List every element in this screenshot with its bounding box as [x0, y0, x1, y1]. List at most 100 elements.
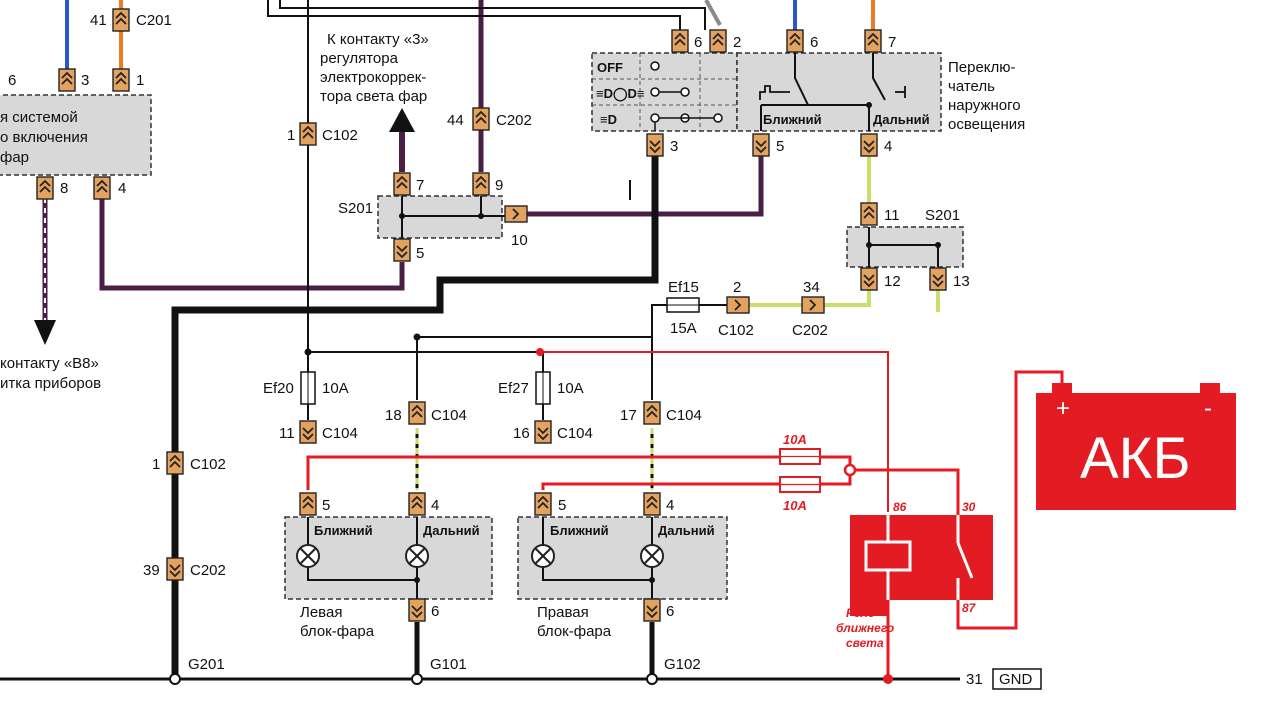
red-wire-to-30 [850, 468, 960, 515]
connector-icon [472, 172, 490, 196]
pin-s201-7: 7 [416, 177, 424, 194]
battery-body [1036, 393, 1236, 510]
contact3-text-1: К контакту «3» [327, 31, 429, 48]
arrow-to-b8 [34, 320, 56, 345]
lamp-right-low-icon [531, 544, 555, 568]
pin-c202-44: 44 [447, 112, 464, 129]
lamp-right-high-icon [640, 544, 664, 568]
right-headlamp-title-1: Правая [537, 604, 589, 621]
switch-pos-headlamp: ≡D [600, 112, 617, 127]
gnd-pin-31: 31 [966, 671, 983, 688]
wire-purple-to-switch [527, 155, 764, 217]
pin-c104-18: 18 [385, 407, 402, 424]
red-fuse-bottom-label: 10A [783, 498, 807, 513]
switch-title-2: чатель [948, 78, 995, 95]
pin-6-left: 6 [8, 72, 16, 89]
switch-high-label: Дальний [873, 112, 930, 127]
label-c102-bottom: C102 [190, 456, 226, 473]
lamp-right-low-label: Ближний [550, 523, 609, 538]
wire-black-thick-main [171, 155, 659, 680]
lamp-right-high-label: Дальний [658, 523, 715, 538]
connector-icon [408, 492, 426, 516]
pin-s201-12: 12 [884, 273, 901, 290]
label-ef27-rating: 10A [557, 380, 584, 397]
pin-s201-10: 10 [511, 232, 528, 249]
pin-c202-39: 39 [143, 562, 160, 579]
red-wire-left-low [306, 455, 780, 490]
pin-switch-6b: 6 [810, 34, 818, 51]
connector-icon [299, 420, 317, 444]
pin-c104-16: 16 [513, 425, 530, 442]
red-wire-main [540, 351, 889, 512]
left-headlamp-title-1: Левая [300, 604, 342, 621]
label-c202-34: C202 [792, 322, 828, 339]
relay-pin-87: 87 [962, 601, 977, 615]
red-wire-right-low [541, 482, 780, 490]
label-g101: G101 [430, 656, 467, 673]
label-c104-11: C104 [322, 425, 358, 442]
module-text-1: я системой [0, 109, 78, 126]
connector-icon [786, 29, 804, 53]
contact3-text-4: тора света фар [320, 88, 427, 105]
headlamp-control-module [0, 94, 152, 176]
switch-title-1: Переклю- [948, 59, 1016, 76]
connector-icon [860, 202, 878, 226]
right-headlamp-title-2: блок-фара [537, 623, 612, 640]
pin-switch-2: 2 [733, 34, 741, 51]
label-ef27: Ef27 [498, 380, 529, 397]
connector-icon [864, 29, 882, 53]
label-c104-17: C104 [666, 407, 702, 424]
red-fuse-top-label: 10A [783, 432, 807, 447]
connector-icon [646, 133, 664, 157]
wire-ef15 [651, 304, 735, 400]
connector-icon [299, 492, 317, 516]
pin-s201-5: 5 [416, 245, 424, 262]
wire-black-top-frame [267, 0, 681, 30]
connector-icon [534, 420, 552, 444]
battery-label: АКБ [1080, 426, 1191, 491]
connector-icon [801, 296, 825, 314]
switch-title-4: освещения [948, 116, 1025, 133]
label-c201: C201 [136, 12, 172, 29]
left-headlamp-title-2: блок-фара [300, 623, 375, 640]
pin-s201-9: 9 [495, 177, 503, 194]
label-c104-16: C104 [557, 425, 593, 442]
pin-left-lamp-6: 6 [431, 603, 439, 620]
red-node-gnd [883, 674, 893, 684]
pin-s201-11: 11 [884, 207, 900, 224]
connector-icon [112, 8, 130, 32]
connector-icon [643, 401, 661, 425]
arrow-to-contact3 [389, 108, 415, 132]
wire-yg-to-c202 [745, 290, 871, 307]
battery-plus: + [1056, 395, 1070, 422]
relay-caption-2: ближнего [836, 621, 894, 635]
gnd-box [992, 668, 1042, 690]
pin-1-left: 1 [136, 72, 144, 89]
connector-icon [393, 172, 411, 196]
b8-text-1: контакту «В8» [0, 355, 99, 372]
pin-switch-5: 5 [776, 138, 784, 155]
red-wire-87-battery [956, 370, 1064, 630]
pin-3-left: 3 [81, 72, 89, 89]
connector-icon [408, 598, 426, 622]
pin-8-left: 8 [60, 180, 68, 197]
lamp-left-low-label: Ближний [314, 523, 373, 538]
connector-icon [671, 29, 689, 53]
ground-g102-terminal [646, 673, 658, 685]
pin-switch-4: 4 [884, 138, 892, 155]
pin-left-lamp-4: 4 [431, 497, 439, 514]
label-c202-39: C202 [190, 562, 226, 579]
ground-g201-terminal [169, 673, 181, 685]
pin-c102-1-bottom: 1 [152, 456, 160, 473]
red-node-fuse [843, 463, 857, 477]
pin-right-lamp-4: 4 [666, 497, 674, 514]
connector-icon [504, 205, 528, 223]
connector-icon [643, 598, 661, 622]
label-c102-top: C102 [322, 127, 358, 144]
label-ef15-rating: 15A [670, 320, 697, 337]
connector-icon [58, 68, 76, 92]
connector-icon [929, 267, 947, 291]
connector-icon [726, 296, 750, 314]
switch-low-label: Ближний [763, 112, 822, 127]
red-node-top [536, 348, 544, 356]
